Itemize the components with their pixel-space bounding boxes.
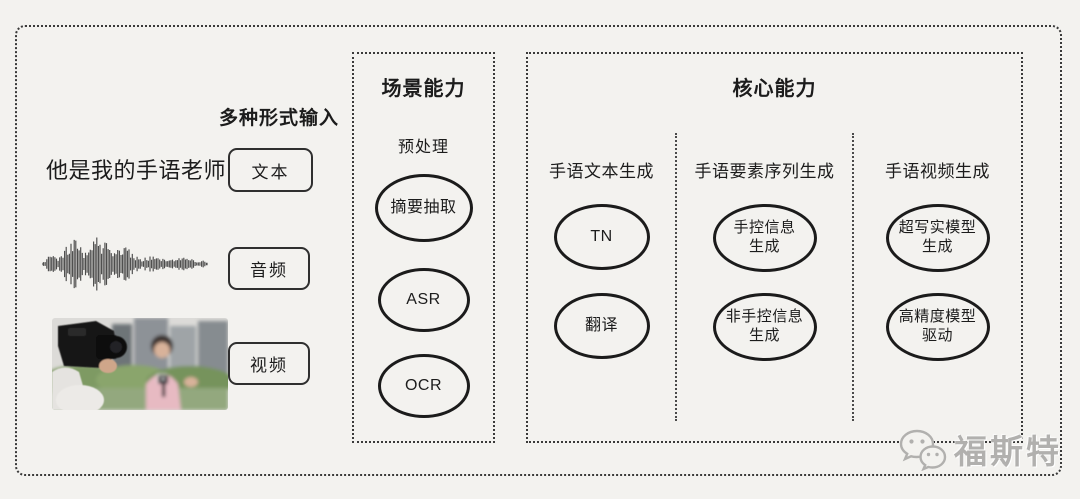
watermark: 福斯特 (897, 425, 1062, 473)
watermark-text: 福斯特 (954, 433, 1062, 470)
wechat-icon (897, 427, 949, 471)
input-type-label-audio: 音频 (250, 261, 288, 280)
input-type-label-text: 文本 (251, 162, 290, 182)
input-section-header: 多种形式输入 (218, 108, 339, 129)
input-type-box-text: 文本 (228, 148, 313, 192)
diagram-outer-frame (15, 25, 1062, 476)
core-capability-columns: 手语文本生成 TN 翻译 手语要素序列生成 手控信息 生成 非手控信息 生成 手… (528, 133, 1021, 421)
core-capability-title: 核心能力 (732, 78, 817, 100)
core-column-header: 手语要素序列生成 (694, 162, 835, 181)
core-node-high-precision-model-driving: 高精度模型 驱动 (885, 293, 990, 361)
core-column-sign-text-generation: 手语文本生成 TN 翻译 (528, 133, 675, 421)
scene-capability-box: 场景能力 预处理 摘要抽取 ASR OCR (352, 52, 495, 443)
core-column-sign-element-sequence-generation: 手语要素序列生成 手控信息 生成 非手控信息 生成 (675, 133, 852, 421)
core-node-tn: TN (553, 204, 650, 270)
core-column-sign-video-generation: 手语视频生成 超写实模型 生成 高精度模型 驱动 (852, 133, 1021, 421)
preprocessing-label: 预处理 (397, 139, 449, 156)
core-node-manual-info-generation: 手控信息 生成 (712, 204, 817, 272)
core-column-header: 手语视频生成 (885, 162, 990, 181)
video-thumbnail-image (52, 318, 228, 410)
input-type-box-audio: 音频 (228, 247, 310, 290)
input-type-label-video: 视频 (250, 356, 288, 375)
audio-waveform-image (41, 228, 209, 300)
scene-node-asr: ASR (377, 268, 470, 332)
core-capability-box: 核心能力 手语文本生成 TN 翻译 手语要素序列生成 手控信息 生成 非手控信息… (526, 52, 1023, 443)
scene-node-summary-extraction: 摘要抽取 (374, 174, 473, 242)
core-node-hyperrealistic-model-generation: 超写实模型 生成 (885, 204, 990, 272)
scene-capability-title: 场景能力 (381, 78, 466, 100)
input-type-box-video: 视频 (228, 342, 310, 385)
core-column-header: 手语文本生成 (549, 162, 654, 181)
sample-input-text: 他是我的手语老师 (46, 158, 227, 183)
core-node-translation: 翻译 (553, 293, 650, 359)
core-node-non-manual-info-generation: 非手控信息 生成 (712, 293, 817, 361)
scene-node-ocr: OCR (377, 354, 470, 418)
